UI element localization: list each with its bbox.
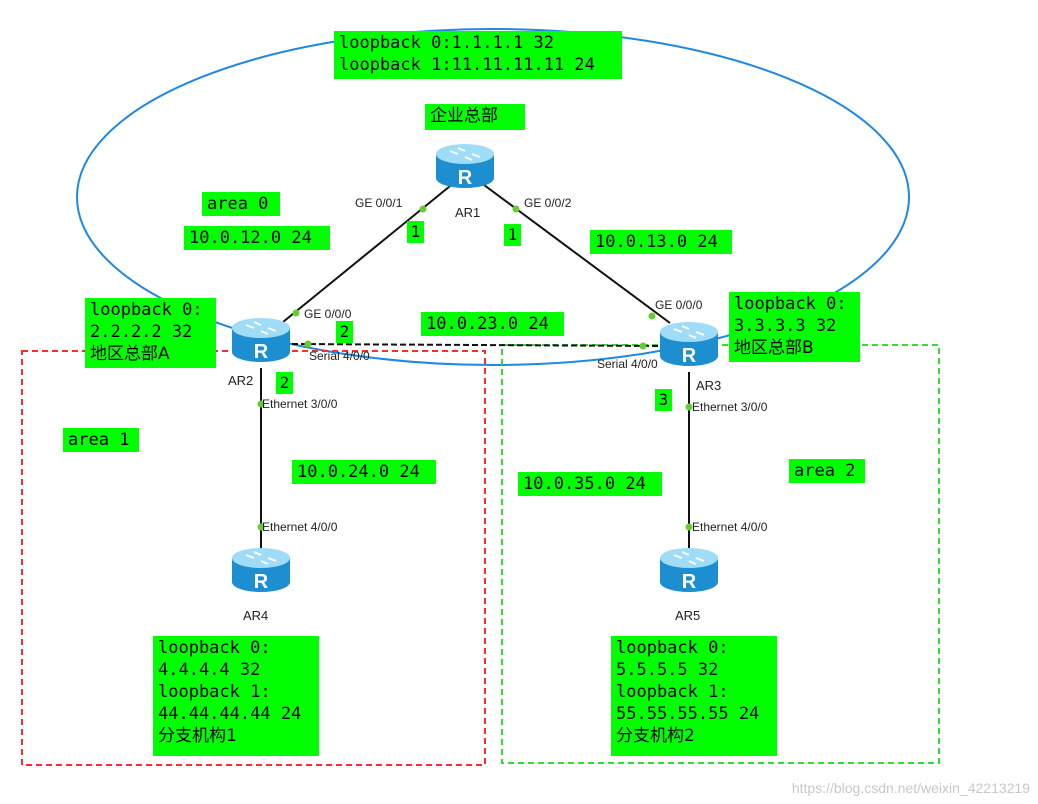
ar2-ge000-label: GE 0/0/0 (304, 307, 352, 321)
ar5-line1: loopback 0: (616, 638, 729, 658)
ar1-right-host-number: 1 (504, 224, 521, 246)
ar3-eth-label: Ethernet 3/0/0 (692, 400, 768, 414)
router-ar1-name: AR1 (455, 205, 481, 220)
net-10-0-23-label: 10.0.23.0 24 (421, 312, 564, 336)
area2-boundary (501, 344, 940, 764)
link-ar1-ar3 (479, 181, 671, 324)
router-ar1-icon[interactable]: R (434, 142, 496, 190)
svg-text:R: R (254, 341, 269, 363)
ar2-loopback-line1: loopback 0: (90, 300, 203, 320)
ar2-serial-label: Serial 4/0/0 (309, 349, 370, 363)
port-dot-ar1-ge002 (512, 205, 520, 213)
router-ar2-icon[interactable]: R (230, 316, 292, 364)
area1-label: area 1 (63, 428, 139, 452)
router-ar4-name: AR4 (243, 608, 269, 623)
port-dot-ar5-eth (685, 523, 693, 531)
port-dot-ar3-serial (639, 342, 647, 350)
svg-text:R: R (458, 167, 473, 189)
area2-label: area 2 (789, 459, 865, 483)
ar4-line4: 44.44.44.44 24 (158, 704, 302, 724)
link-ar2-ar3-serial (291, 343, 663, 347)
port-dot-ar3-eth (685, 403, 693, 411)
area0-label: area 0 (202, 192, 280, 216)
ar3-serial-label: Serial 4/0/0 (597, 357, 658, 371)
ar1-ge001-label: GE 0/0/1 (355, 196, 403, 210)
port-dot-ar2-ge000 (292, 309, 300, 317)
port-dot-ar2-serial (304, 340, 312, 348)
ar4-line1: loopback 0: (158, 638, 271, 658)
ar4-eth-label: Ethernet 4/0/0 (262, 520, 338, 534)
svg-text:R: R (682, 571, 697, 593)
ar3-site-name: 地区总部B (734, 338, 814, 358)
port-dot-ar3-ge000 (648, 312, 656, 320)
area0-boundary (76, 28, 910, 366)
ar5-line4: 55.55.55.55 24 (616, 704, 760, 724)
ar2-loopback-line2: 2.2.2.2 32 (90, 322, 193, 342)
ar5-site-name: 分支机构2 (616, 726, 695, 746)
svg-text:R: R (682, 345, 697, 367)
ar5-line2: 5.5.5.5 32 (616, 660, 719, 680)
net-10-0-24-label: 10.0.24.0 24 (292, 460, 436, 484)
link-ar1-ar2 (282, 181, 456, 323)
ar3-ge000-label: GE 0/0/0 (655, 298, 703, 312)
port-dot-ar4-eth (257, 523, 265, 531)
ar4-line3: loopback 1: (158, 682, 271, 702)
ar2-bottom-host-number: 2 (276, 372, 293, 394)
ar3-host-number: 3 (655, 389, 672, 411)
port-dot-ar2-eth (257, 400, 265, 408)
svg-text:R: R (254, 571, 269, 593)
router-ar5-icon[interactable]: R (658, 546, 720, 594)
ar5-eth-label: Ethernet 4/0/0 (692, 520, 768, 534)
net-10-0-12-label: 10.0.12.0 24 (184, 226, 330, 250)
ar1-loopback1: loopback 1:11.11.11.11 24 (339, 55, 595, 75)
hq-name-label: 企业总部 (425, 104, 525, 130)
ar4-line2: 4.4.4.4 32 (158, 660, 261, 680)
ar2-eth-label: Ethernet 3/0/0 (262, 397, 338, 411)
ar1-ge002-label: GE 0/0/2 (524, 196, 572, 210)
watermark-url: https://blog.csdn.net/weixin_42213219 (791, 780, 1030, 796)
ar5-line3: loopback 1: (616, 682, 729, 702)
router-ar3-icon[interactable]: R (658, 320, 720, 368)
port-dot-ar1-ge001 (419, 205, 427, 213)
ar1-loopback0: loopback 0:1.1.1.1 32 (339, 33, 554, 53)
net-10-0-13-label: 10.0.13.0 24 (590, 230, 732, 254)
ar2-top-host-number: 2 (336, 321, 353, 343)
ar1-left-host-number: 1 (407, 221, 424, 243)
ar2-site-name: 地区总部A (90, 344, 170, 364)
router-ar3-name: AR3 (696, 378, 722, 393)
ar3-loopback-line1: loopback 0: (734, 294, 847, 314)
net-10-0-35-label: 10.0.35.0 24 (518, 472, 662, 496)
ar3-loopback-line2: 3.3.3.3 32 (734, 316, 837, 336)
ar4-site-name: 分支机构1 (158, 726, 237, 746)
router-ar4-icon[interactable]: R (230, 546, 292, 594)
router-ar5-name: AR5 (675, 608, 701, 623)
router-ar2-name: AR2 (228, 373, 254, 388)
